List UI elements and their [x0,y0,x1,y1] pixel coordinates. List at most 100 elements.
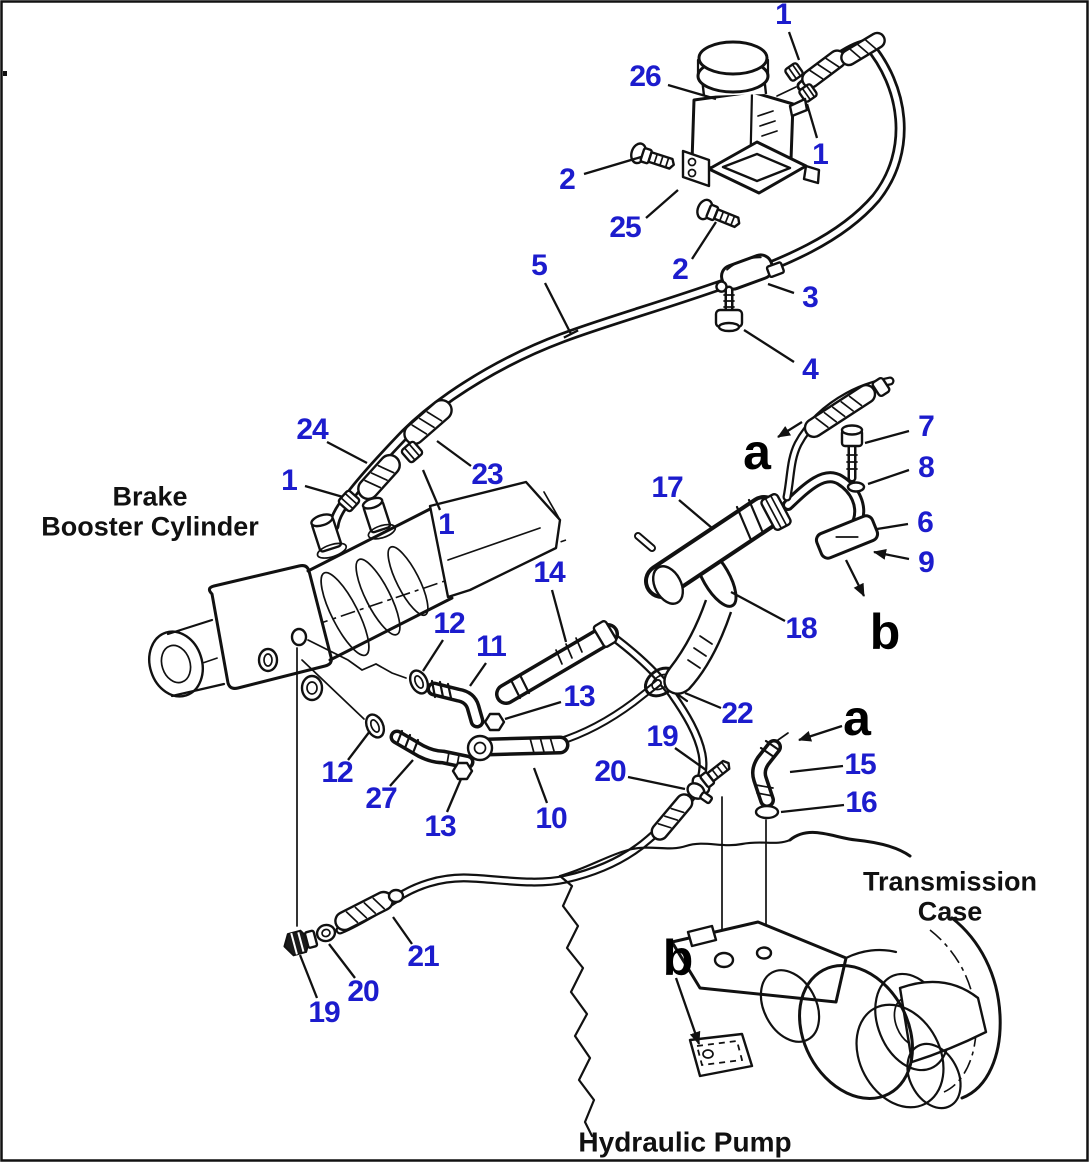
callout-18: 18 [785,612,817,645]
nut-13-upper [483,712,506,732]
leader-line [780,803,845,814]
callout-5: 5 [531,249,548,282]
callout-17: 17 [651,471,683,504]
leader-line [743,329,795,363]
leader-line [876,522,909,531]
callout-10: 10 [535,802,567,835]
elbow-15 [756,732,789,800]
ref-letter-b-1: b [869,604,901,660]
callout-9: 9 [918,546,935,579]
callout-2: 2 [672,253,689,286]
leader-line [787,31,801,61]
washer-20-lower [315,923,337,943]
leader-line [805,103,819,139]
callout-3: 3 [802,281,819,314]
callout-1: 1 [281,464,298,497]
leader-line [678,499,713,529]
leader-line [873,548,910,561]
tube-sleeve-24 [357,453,401,501]
ref-arrow [844,559,866,597]
label-brake-booster-cylinder: Brake Booster Cylinder [41,481,259,541]
callout-27: 27 [365,782,397,815]
callout-1: 1 [438,508,455,541]
leader-line [767,282,795,295]
leader-line [864,429,910,445]
bolt-4 [714,285,744,333]
leader-line [469,662,487,687]
callout-21: 21 [407,940,439,973]
callout-20: 20 [594,755,626,788]
clip-1-b [798,83,818,103]
callout-1: 1 [812,138,829,171]
leader-line [789,764,844,774]
callout-19: 19 [646,720,678,753]
leader-line [583,155,642,176]
hose-to-a [787,377,890,497]
leader-line [627,775,686,791]
ref-letter-b-3: b [662,930,694,986]
clip-1-a [784,62,804,82]
callout-23: 23 [471,458,503,491]
tube-14 [506,620,617,698]
leader-lines [298,31,910,1045]
elbow-27 [397,731,467,766]
leader-line [392,916,413,945]
leader-line [298,954,319,999]
callout-12: 12 [321,756,353,789]
callout-8: 8 [918,451,935,484]
transmission-case-art [558,830,1002,1138]
clamp-3 [715,253,785,293]
leader-line [667,83,717,101]
leader-line [304,484,344,499]
washer-8 [846,481,866,493]
leader-line [328,943,356,979]
leader-line [389,759,414,787]
callout-13: 13 [424,810,456,843]
booster-port-fittings [310,496,397,559]
label-hydraulic-pump: Hydraulic Pump [578,1126,792,1158]
callout-26: 26 [629,60,661,93]
callout-13: 13 [563,680,595,713]
hydraulic-pump-art [670,920,962,1110]
bracket-25 [681,140,821,195]
callout-1: 1 [775,0,792,31]
clamp-20-upper [686,782,714,805]
tube-sleeve-23 [403,398,453,446]
leader-line [422,639,444,672]
hose-sleeve-low [650,793,694,841]
leader-line [674,747,707,771]
o-ring-12-upper [408,669,430,695]
edge-mark [3,71,7,76]
callout-7: 7 [918,410,935,443]
clip-1-c [400,440,424,464]
nut-19-lower [283,929,319,957]
callout-25: 25 [609,211,641,244]
tube-sleeve-top-b [840,31,886,67]
callout-6: 6 [917,506,934,539]
callout-19: 19 [308,996,340,1029]
callout-12: 12 [433,607,465,640]
bolt-2-lower [696,198,741,229]
leader-tick [563,329,579,339]
ref-letter-a-0: a [743,424,771,480]
callout-20: 20 [347,975,379,1008]
leader-line [445,778,463,813]
leader-line [550,589,568,643]
callout-2: 2 [559,163,576,196]
flange-6 [814,514,880,560]
leader-line [532,767,549,804]
bolt-7 [840,424,864,483]
callout-11: 11 [476,630,507,663]
leader-line [867,468,910,486]
gasket-16 [754,804,780,820]
leader-line [645,189,679,219]
leader-line [691,221,717,260]
ref-arrow [798,724,843,742]
connection-lines [296,639,767,951]
bolt-2-upper [630,142,675,170]
collar-21 [387,888,405,904]
leader-line [326,440,368,465]
